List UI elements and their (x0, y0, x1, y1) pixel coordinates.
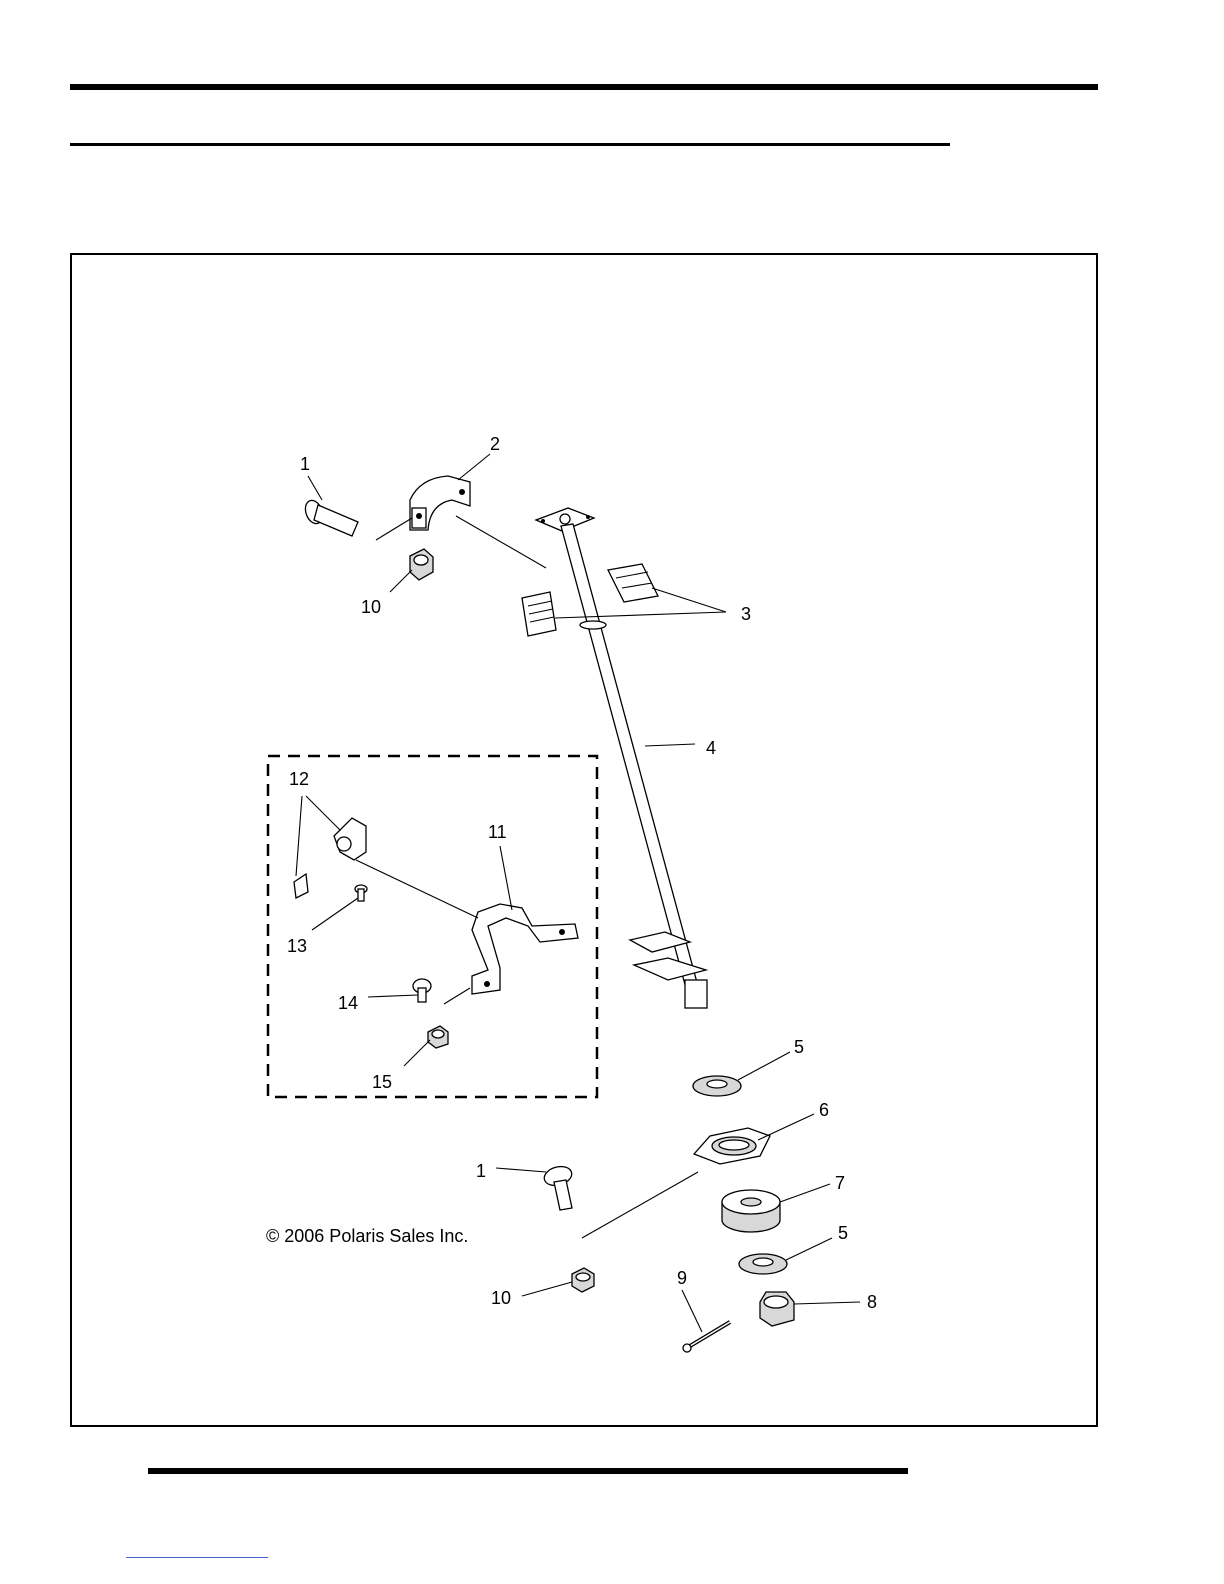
callout-2: 2 (490, 434, 500, 454)
castle-nut (760, 1292, 794, 1326)
nut-top (410, 549, 433, 580)
nut-lower (572, 1268, 594, 1292)
cotter-pin (683, 1322, 730, 1352)
spacer (722, 1190, 780, 1232)
callout-1-top: 1 (300, 454, 310, 474)
callout-15: 15 (372, 1072, 392, 1092)
callout-13: 13 (287, 936, 307, 956)
callout-5-upper: 5 (794, 1037, 804, 1057)
bolt-top (302, 498, 358, 536)
flange-bolt (413, 979, 431, 1002)
callout-3: 3 (741, 604, 751, 624)
bushing-right (608, 564, 658, 602)
clamp-upper (410, 476, 470, 530)
callout-10-top: 10 (361, 597, 381, 617)
callout-11: 11 (488, 822, 507, 842)
callout-14: 14 (338, 993, 358, 1013)
washer-upper (693, 1076, 741, 1096)
flange-nut-small (428, 1026, 448, 1048)
bushing-left (522, 592, 556, 636)
callout-8: 8 (867, 1292, 877, 1312)
callout-4: 4 (706, 738, 716, 758)
callout-6: 6 (819, 1100, 829, 1120)
lock-bracket (472, 904, 578, 994)
callout-7: 7 (835, 1173, 845, 1193)
ignition-lock (294, 818, 366, 898)
washer-lower (739, 1254, 787, 1274)
callout-5-lower: 5 (838, 1223, 848, 1243)
bearing-plate (694, 1128, 770, 1164)
callout-12: 12 (289, 769, 309, 789)
callout-1-lower: 1 (476, 1161, 486, 1181)
copyright-notice: © 2006 Polaris Sales Inc. (266, 1226, 468, 1246)
bolt-lower (542, 1164, 574, 1210)
callout-9: 9 (677, 1268, 687, 1288)
callout-10-lower: 10 (491, 1288, 511, 1308)
